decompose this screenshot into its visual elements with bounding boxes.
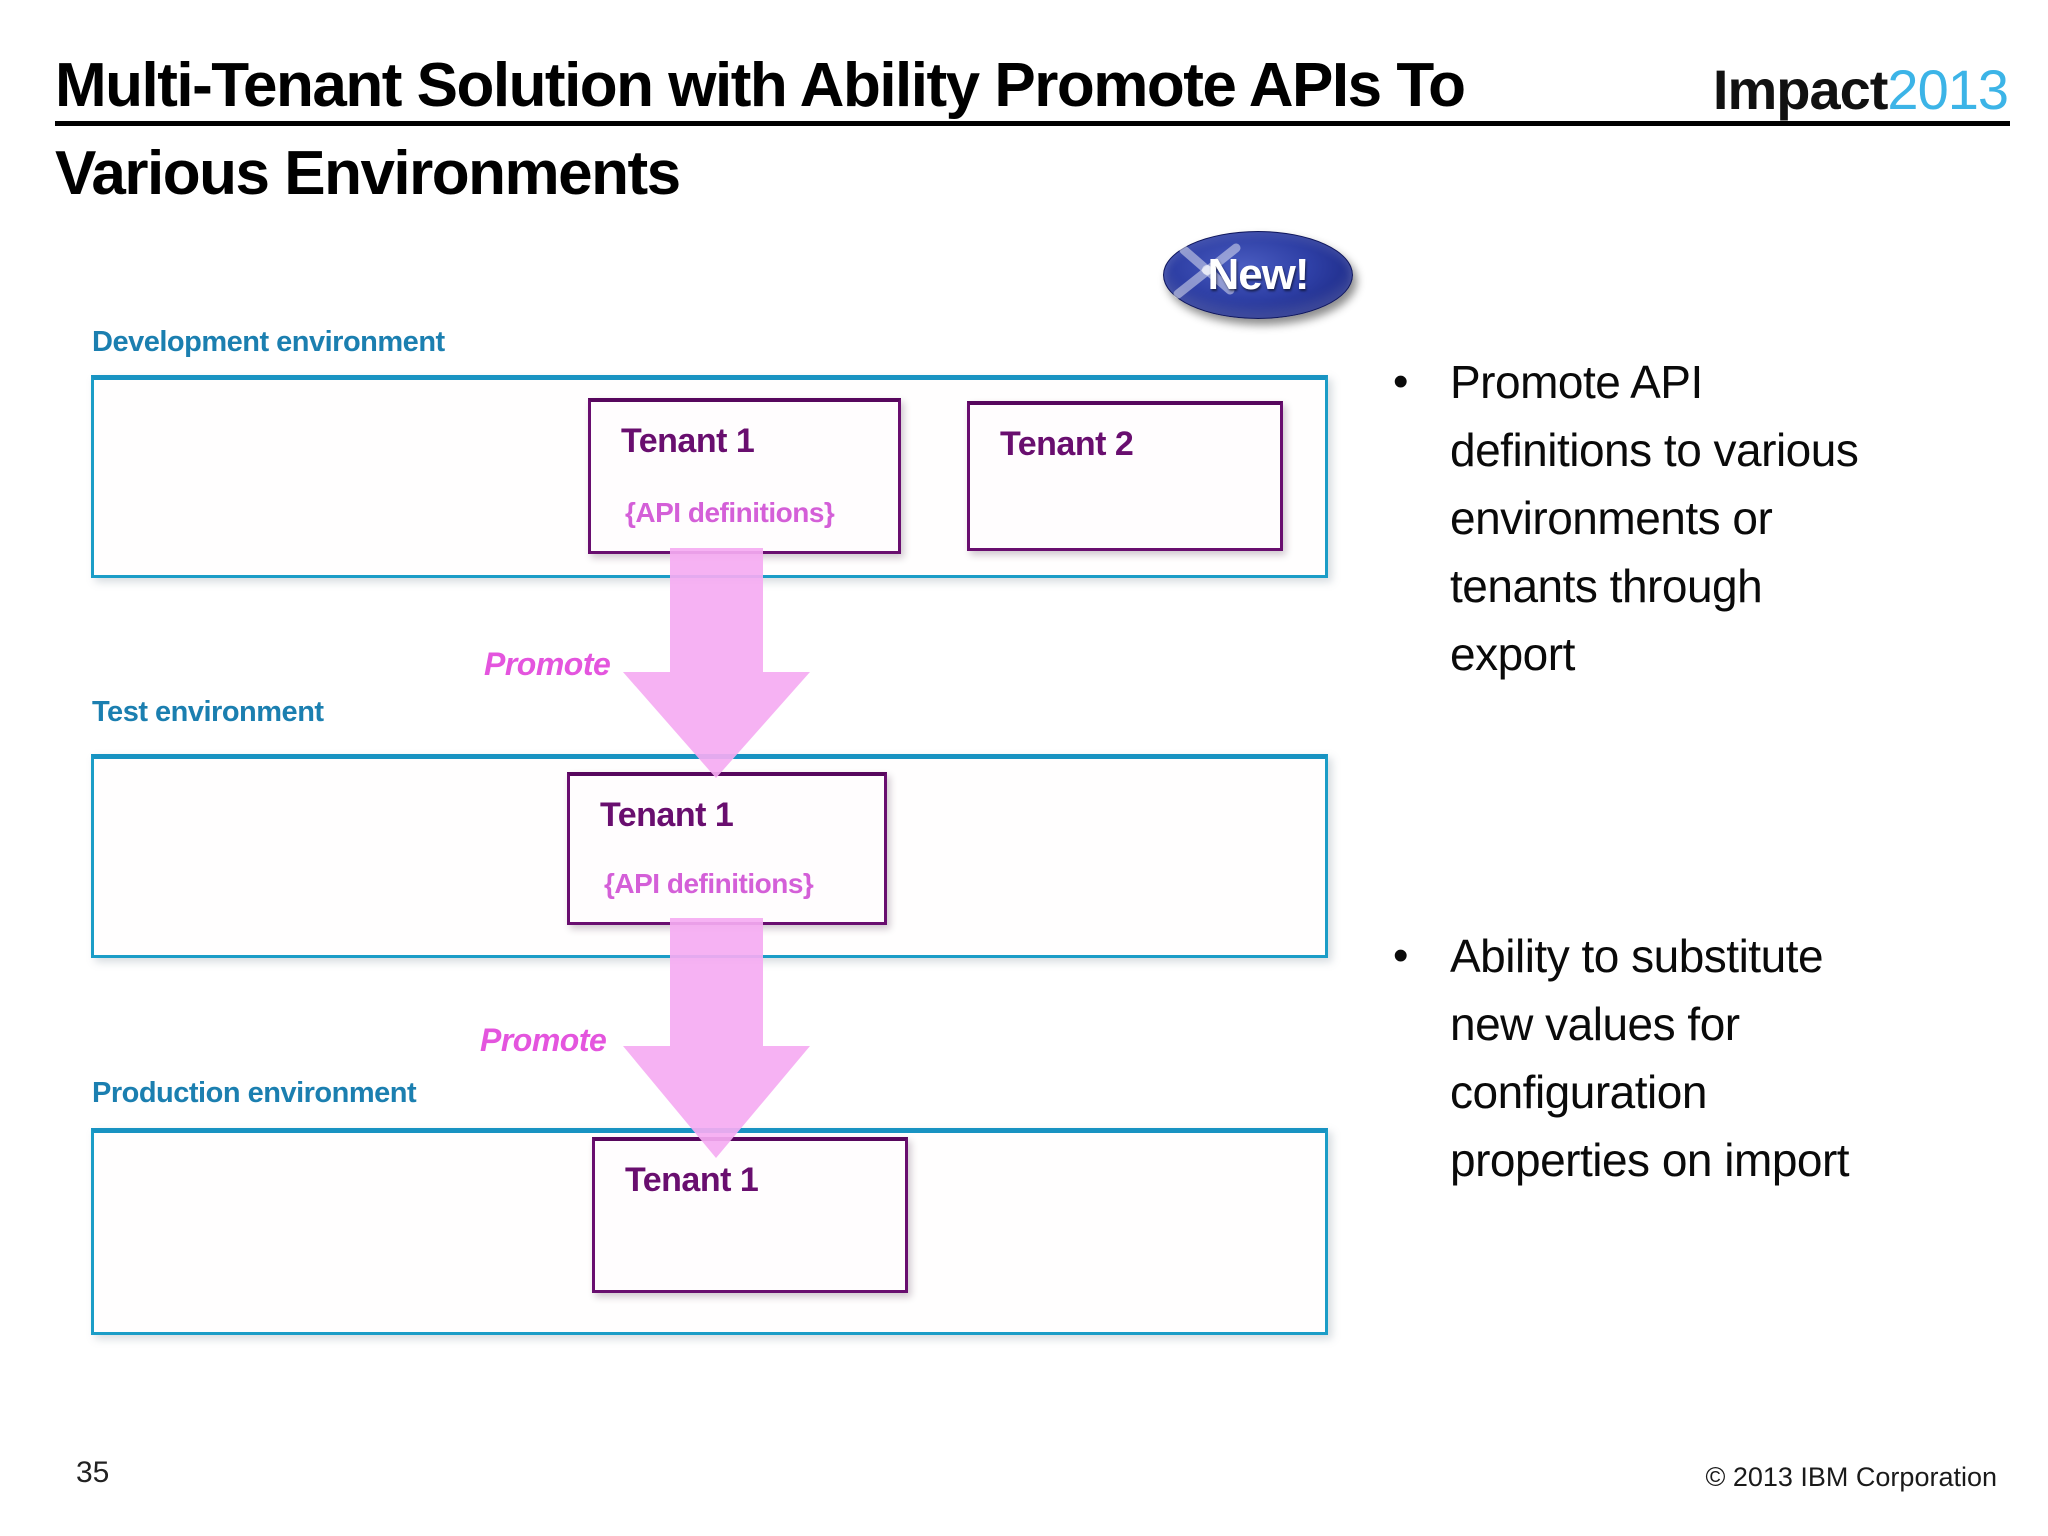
promote-label-1: Promote — [484, 646, 611, 682]
logo-year: 2013 — [1887, 58, 2009, 121]
tenant-name: Tenant 1 — [600, 796, 734, 834]
bullet-line: tenants through — [1450, 560, 1763, 612]
env-label-test: Test environment — [92, 696, 324, 728]
tenant-name: Tenant 1 — [625, 1161, 759, 1199]
page-number: 35 — [76, 1456, 110, 1489]
bullet-item-substitute-values: • Ability to substitute new values for c… — [1393, 922, 2013, 1194]
tenant-box-prod-tenant1: Tenant 1 — [592, 1137, 908, 1293]
bullet-line: Promote API — [1450, 356, 1703, 408]
env-label-development: Development environment — [92, 326, 445, 358]
tenant-box-dev-tenant1: Tenant 1 {API definitions} — [588, 398, 901, 554]
tenant-box-test-tenant1: Tenant 1 {API definitions} — [567, 772, 887, 925]
bullet-line: definitions to various — [1450, 424, 1859, 476]
bullet-text: Ability to substitute new values for con… — [1450, 922, 2013, 1194]
tenant-api-definitions: {API definitions} — [625, 497, 835, 528]
env-label-production: Production environment — [92, 1077, 417, 1109]
bullet-text: Promote API definitions to various envir… — [1450, 348, 2013, 688]
tenant-box-dev-tenant2: Tenant 2 — [967, 401, 1283, 551]
bullet-line: configuration — [1450, 1066, 1707, 1118]
starburst-icon — [1173, 243, 1241, 299]
logo-word: Impact — [1712, 58, 1888, 121]
promote-arrow-down-icon — [623, 548, 810, 778]
bullet-line: Ability to substitute — [1450, 930, 1824, 982]
bullet-marker: • — [1393, 931, 1409, 980]
title-underline — [55, 121, 2010, 126]
bullet-item-promote-apis: • Promote API definitions to various env… — [1393, 348, 2013, 688]
bullet-line: export — [1450, 628, 1575, 680]
new-badge-label: New! — [1207, 250, 1309, 299]
promote-arrow-down-icon — [623, 918, 810, 1158]
impact-2013-logo: Impact2013 — [1712, 57, 2009, 122]
tenant-api-definitions: {API definitions} — [604, 868, 814, 899]
promote-label-2: Promote — [480, 1022, 607, 1058]
bullet-marker: • — [1393, 357, 1409, 406]
page-title-line-2: Various Environments — [55, 139, 681, 208]
copyright: © 2013 IBM Corporation — [1705, 1462, 1997, 1492]
bullet-line: properties on import — [1450, 1134, 1850, 1186]
new-badge: New! — [1163, 231, 1353, 319]
tenant-name: Tenant 2 — [1000, 425, 1134, 463]
page-title-line-1: Multi-Tenant Solution with Ability Promo… — [55, 51, 1466, 120]
tenant-name: Tenant 1 — [621, 422, 755, 460]
bullet-line: environments or — [1450, 492, 1773, 544]
bullet-line: new values for — [1450, 998, 1740, 1050]
